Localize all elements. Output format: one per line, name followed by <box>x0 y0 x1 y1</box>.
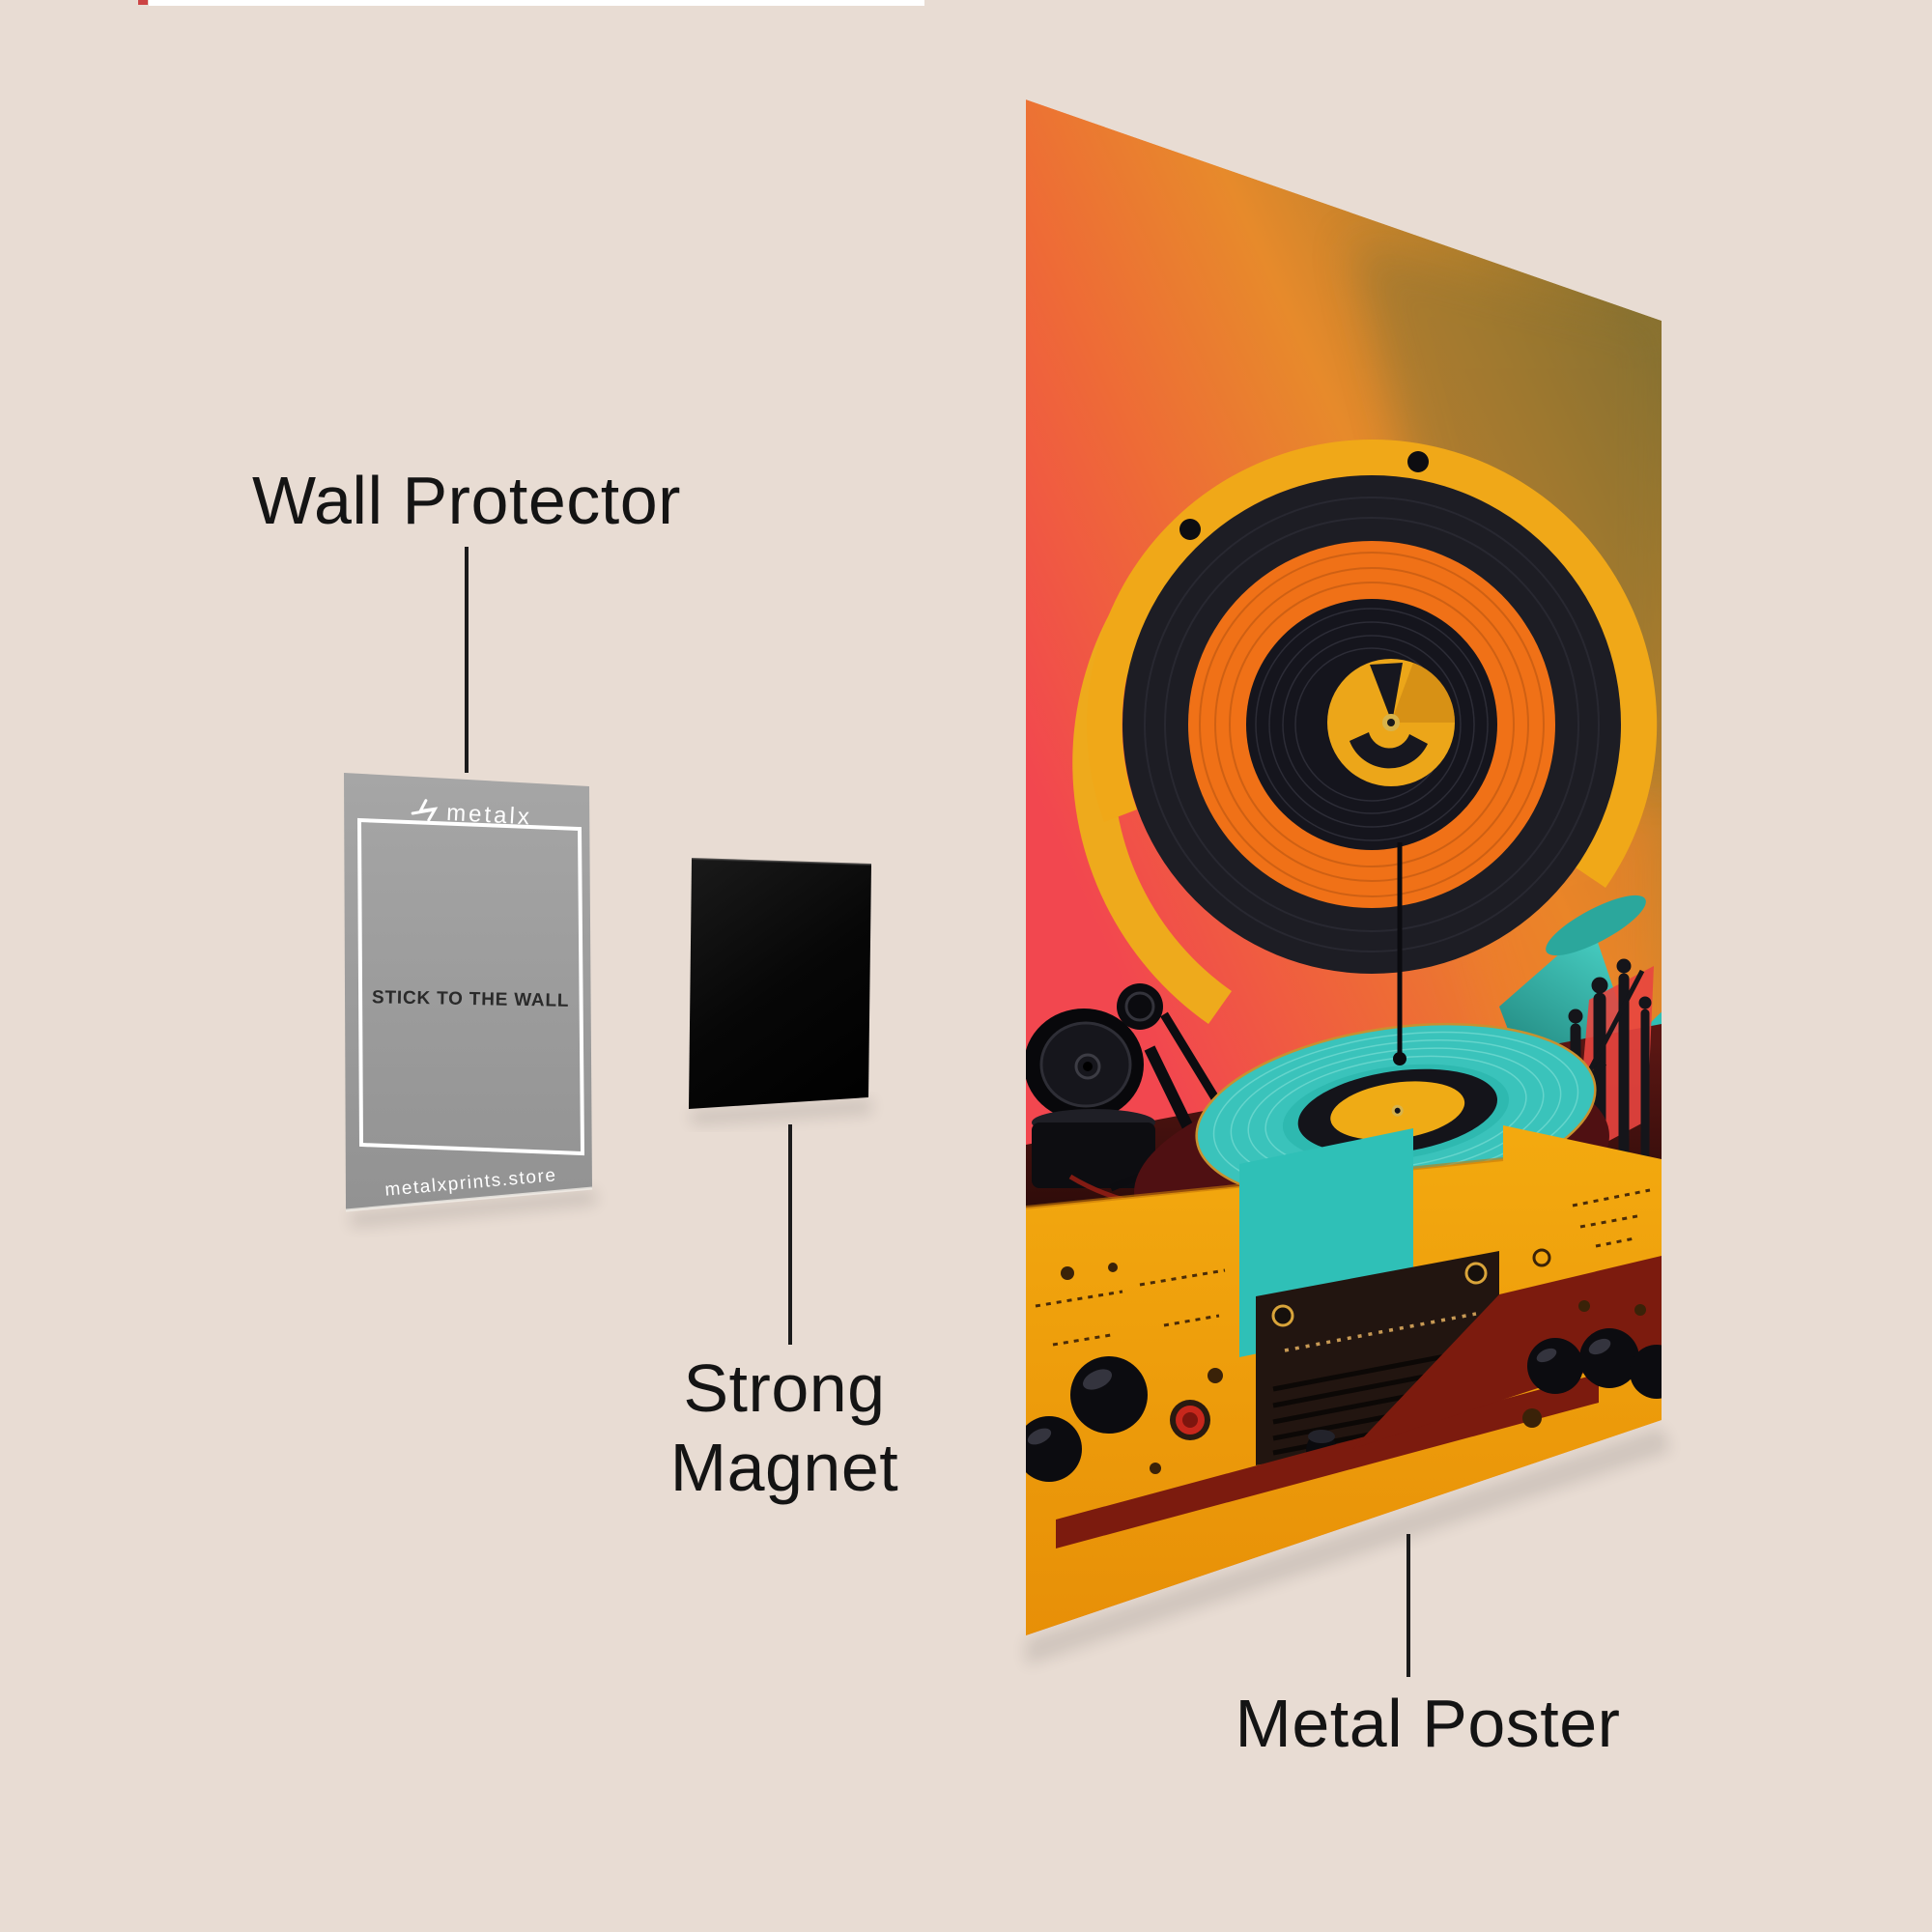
card-brand-text: metalx <box>446 800 533 831</box>
disc-outer-yellow-ring <box>1087 440 1658 888</box>
top-accent-bar <box>149 0 924 6</box>
maroon-stripe <box>1056 1374 1599 1548</box>
card-body <box>344 773 592 1210</box>
magnet-body <box>689 859 871 1109</box>
wall-protector-card: metalx STICK TO THE WALL metalxprints.st… <box>344 773 593 1212</box>
card-message-text: STICK TO THE WALL <box>372 987 570 1011</box>
poster-shadow <box>1026 1427 1671 1665</box>
panel-screw <box>1271 1304 1294 1327</box>
label-strong-magnet-line1: Strong <box>683 1350 886 1426</box>
magnet-square <box>689 858 872 1109</box>
tonearm-spike <box>1393 842 1406 1065</box>
disc-screw <box>1179 519 1201 540</box>
magnet-shadow <box>691 1099 872 1124</box>
magnet-top-edge <box>691 858 872 866</box>
wall-protector-leader-line <box>465 547 469 773</box>
metalx-logo-icon <box>411 799 439 822</box>
panel-screw <box>1464 1262 1488 1285</box>
label-wall-protector: Wall Protector <box>252 463 681 538</box>
knob <box>1070 1356 1148 1434</box>
deck-controls-right <box>1522 1188 1662 1428</box>
card-shadow <box>350 1190 597 1227</box>
top-accent-red-mark <box>138 0 148 5</box>
card-logo: metalx <box>411 799 533 831</box>
vinyl-disc <box>1087 440 1658 974</box>
card-inner-border <box>356 817 585 1156</box>
panel-dash-row <box>1284 1312 1477 1352</box>
micro-print-rows <box>1035 1268 1226 1347</box>
deck-controls-left <box>1026 1263 1226 1482</box>
knob <box>1026 1416 1082 1482</box>
strong-magnet-leader-line <box>788 1124 792 1345</box>
horn-pot <box>1032 1122 1155 1188</box>
label-metal-poster: Metal Poster <box>1235 1686 1621 1761</box>
metal-poster-artwork <box>1026 99 1662 1635</box>
card-bottom-edge <box>345 1186 593 1212</box>
knob <box>1579 1328 1639 1388</box>
micro-print-rows <box>1572 1188 1651 1248</box>
disc-center-label <box>1327 659 1456 786</box>
knob <box>1527 1338 1583 1394</box>
metal-poster-leader-line <box>1406 1534 1410 1677</box>
knob <box>1630 1345 1662 1399</box>
label-strong-magnet: Strong Magnet <box>670 1349 898 1507</box>
disc-screw <box>1407 451 1429 472</box>
label-strong-magnet-line2: Magnet <box>669 1430 899 1505</box>
